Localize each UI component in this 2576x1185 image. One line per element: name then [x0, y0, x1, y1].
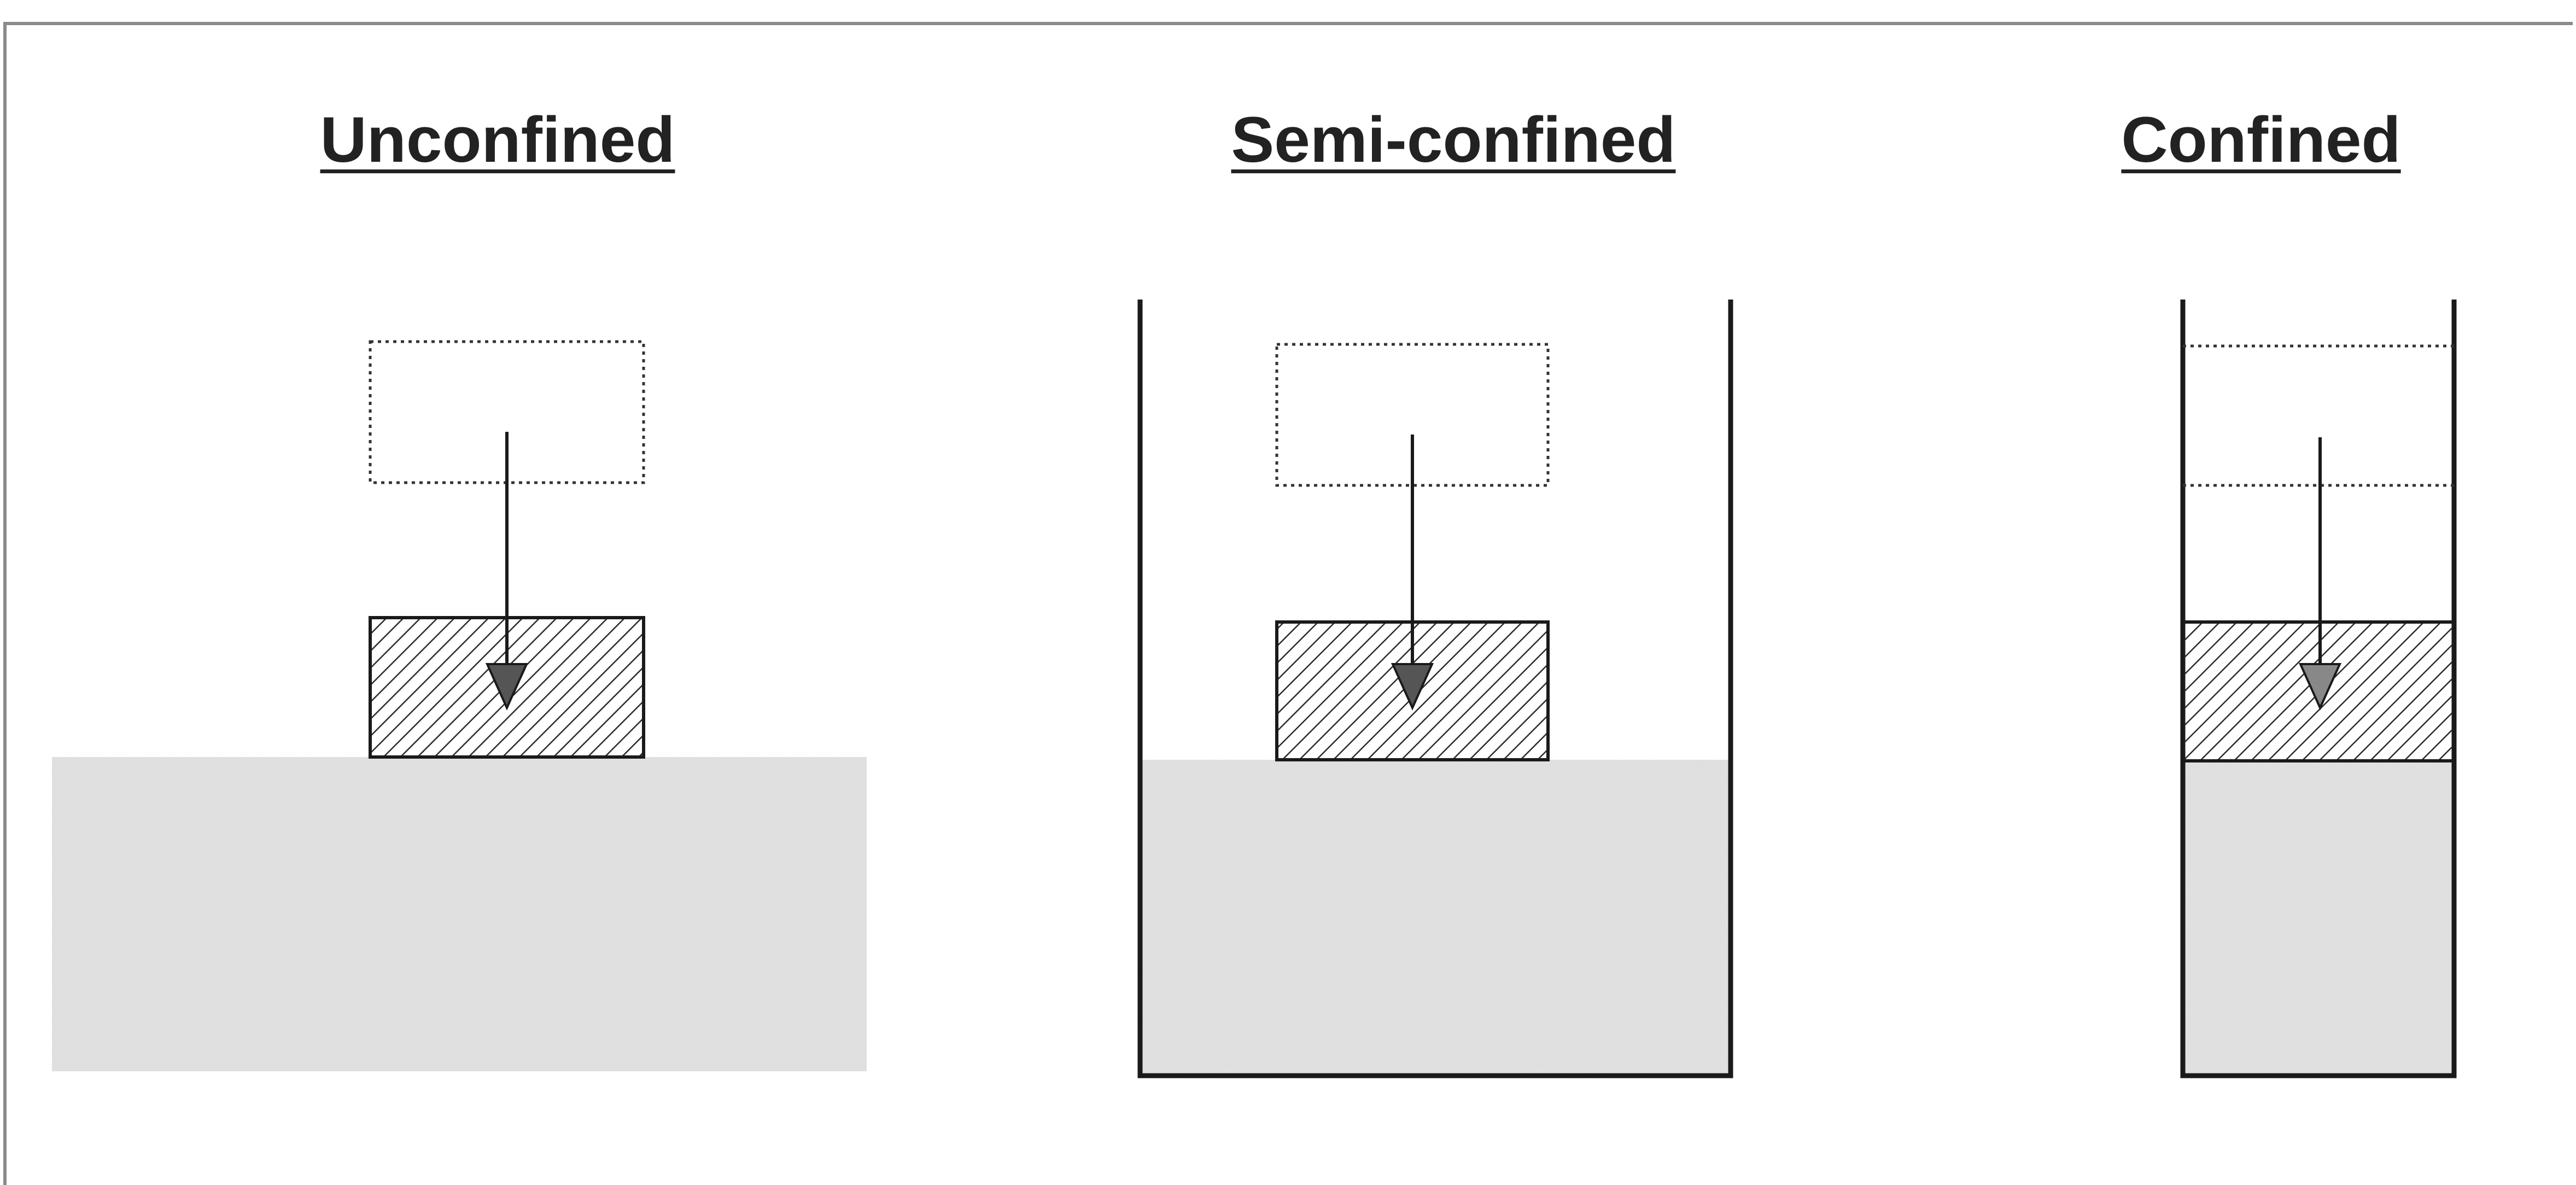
title-confined: Confined: [2121, 104, 2401, 176]
title-semi-confined: Semi-confined: [1231, 104, 1676, 176]
panel-unconfined: [52, 340, 867, 1071]
soil-unconfined: [52, 757, 867, 1071]
displacement-arrowhead: [1391, 663, 1434, 711]
soil-confined: [2183, 761, 2454, 1075]
panel-confined: [2180, 300, 2457, 1078]
container-walls: [1137, 300, 1733, 1078]
panel-semi-confined: [1137, 300, 1733, 1078]
soil-semi-confined: [1140, 760, 1731, 1075]
figure-frame: [3, 22, 2573, 1185]
displacement-arrowhead: [485, 663, 529, 711]
displacement-arrowhead: [2298, 663, 2342, 711]
title-unconfined: Unconfined: [320, 104, 675, 176]
